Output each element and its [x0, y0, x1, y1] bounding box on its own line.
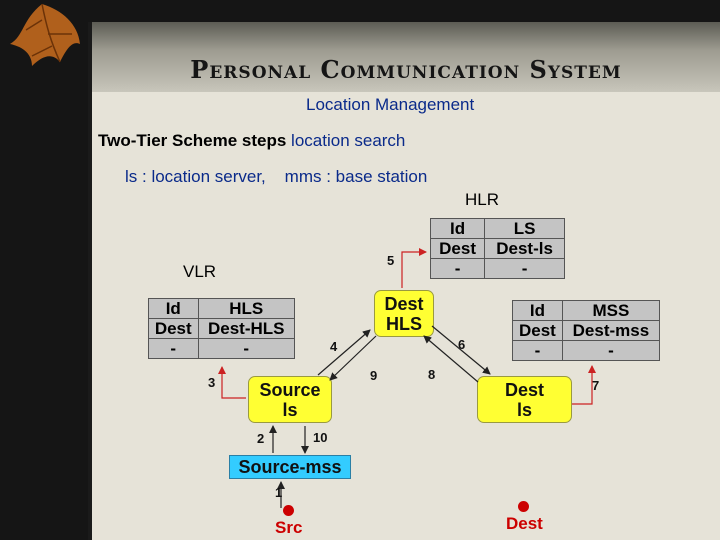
table-cell: -	[512, 340, 563, 361]
arrow-step-6	[431, 325, 491, 375]
step-label-7: 7	[592, 378, 600, 393]
left-stripe	[88, 22, 92, 540]
arrow-step-3	[218, 366, 246, 399]
step-label-5: 5	[387, 253, 395, 268]
node-source-mss: Source-mss	[229, 455, 351, 479]
table-cell: Dest	[429, 238, 486, 259]
table-cell: Dest-HLS	[197, 318, 296, 339]
step-label-8: 8	[428, 367, 436, 382]
table-row: --	[429, 258, 565, 279]
dest-dot	[518, 501, 529, 512]
node-label: Dest	[384, 293, 424, 314]
arrow-step-5	[401, 248, 427, 288]
title-bar	[92, 22, 720, 92]
step-label-3: 3	[208, 375, 216, 390]
node-dest-ls: Dest ls	[477, 376, 572, 423]
dest-label: Dest	[506, 514, 543, 533]
node-dest-hls: Dest HLS	[374, 290, 434, 337]
step-label-10: 10	[313, 430, 328, 445]
heading-highlight: location search	[291, 131, 406, 150]
leaf-decoration	[10, 3, 80, 66]
table-cell: -	[484, 258, 565, 279]
table-cell: -	[197, 338, 296, 359]
step-label-2: 2	[257, 431, 265, 446]
node-label: HLS	[386, 313, 422, 334]
node-label: Source	[259, 379, 321, 400]
table-cell: Dest-ls	[484, 238, 565, 259]
src-label: Src	[275, 518, 303, 537]
arrow-step-8	[423, 335, 479, 383]
subtitle: Location Management	[306, 95, 475, 114]
scheme-heading: Two-Tier Scheme steps location search	[98, 131, 405, 151]
step-label-4: 4	[330, 339, 338, 354]
table-cell: HLS	[197, 298, 296, 319]
step-label-9: 9	[370, 368, 378, 383]
arrow-step-4	[317, 329, 371, 376]
slide-title: Personal Communication System	[190, 55, 622, 84]
table-row: --	[512, 340, 661, 361]
node-label: ls	[516, 399, 532, 420]
arrow-step-7	[572, 365, 596, 405]
node-source-ls: Source ls	[248, 376, 332, 423]
table-cell: Id	[512, 300, 563, 321]
node-label: Dest	[504, 379, 544, 400]
legend-text: ls : location server, mms : base station	[125, 167, 428, 186]
step-label-1: 1	[275, 485, 283, 500]
table-cell: Dest	[512, 320, 563, 341]
hlr-label: HLR	[465, 190, 500, 209]
table-cell: -	[429, 258, 486, 279]
src-dot	[283, 505, 294, 516]
step-label-6: 6	[458, 337, 466, 352]
heading-prefix: Two-Tier Scheme steps	[98, 131, 292, 150]
table-cell: -	[561, 340, 661, 361]
table-row: --	[148, 338, 296, 359]
vlr-label: VLR	[183, 262, 217, 281]
table-cell: LS	[484, 218, 565, 239]
node-label: ls	[282, 399, 298, 420]
table-cell: Dest	[148, 318, 199, 339]
arrow-step-9	[329, 335, 377, 381]
